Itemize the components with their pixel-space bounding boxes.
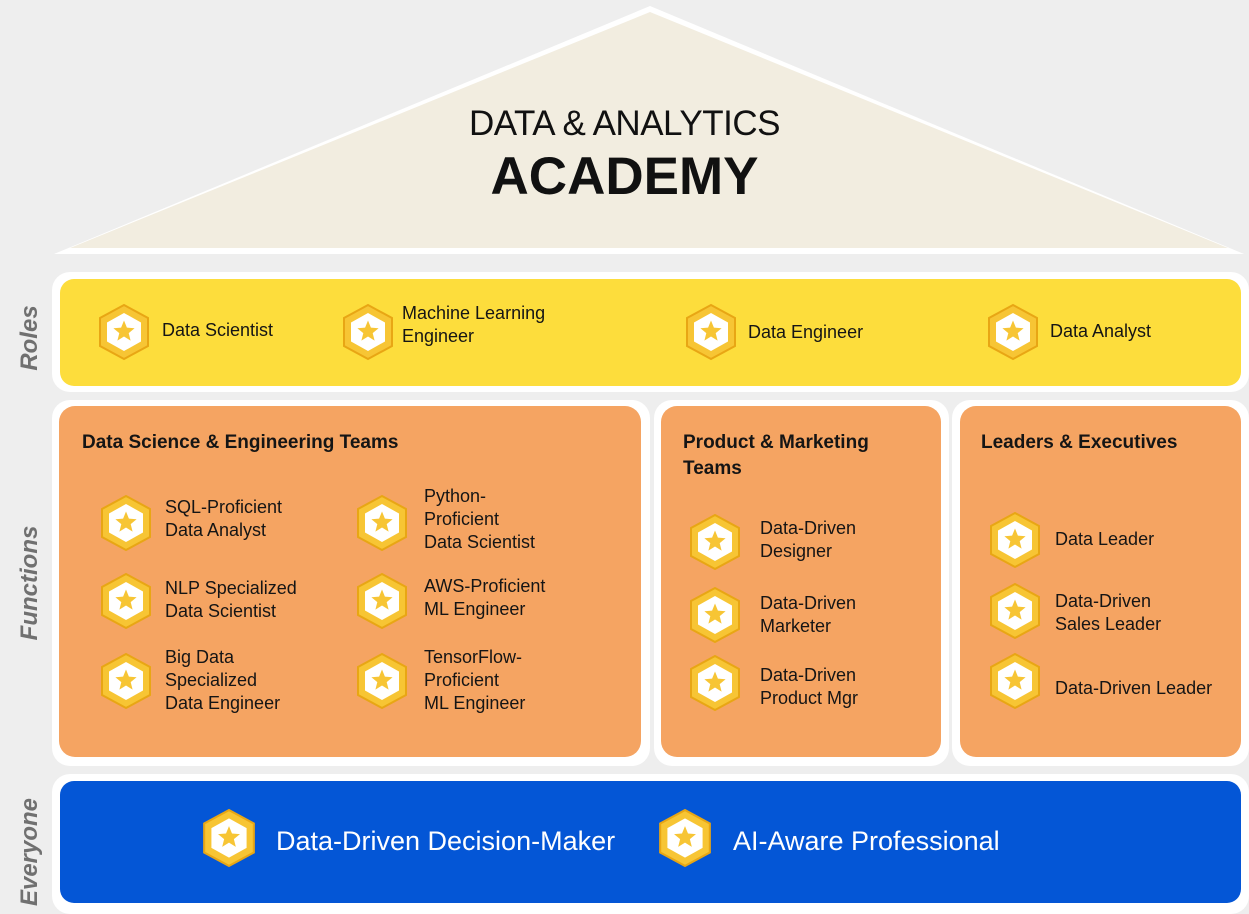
hexagon-star-icon bbox=[688, 513, 742, 571]
hexagon-star-icon bbox=[99, 494, 153, 552]
function-item: Big Data Specialized Data Engineer bbox=[165, 647, 281, 713]
side-label-functions: Functions bbox=[16, 525, 43, 641]
roof-header bbox=[54, 6, 1244, 254]
hexagon-star-icon bbox=[657, 808, 713, 868]
function-item: Data-Driven Leader bbox=[1055, 678, 1213, 698]
function-item: NLP Specialized Data Scientist bbox=[165, 578, 297, 621]
hexagon-star-icon bbox=[341, 303, 395, 361]
function-item: Data Leader bbox=[1055, 529, 1155, 549]
function-title-ds-eng: Data Science & Engineering Teams bbox=[82, 432, 399, 453]
hexagon-star-icon bbox=[99, 572, 153, 630]
function-item: Data-Driven Designer bbox=[760, 518, 857, 561]
role-data-engineer: Data Engineer bbox=[748, 322, 864, 342]
academy-subtitle: DATA & ANALYTICS bbox=[469, 104, 780, 143]
roles-band bbox=[60, 279, 1241, 386]
hexagon-star-icon bbox=[988, 582, 1042, 640]
side-label-roles: Roles bbox=[16, 305, 43, 371]
everyone-band bbox=[60, 781, 1241, 903]
hexagon-star-icon bbox=[355, 572, 409, 630]
hexagon-star-icon bbox=[201, 808, 257, 868]
hexagon-star-icon bbox=[684, 303, 738, 361]
function-item: Data-Driven Marketer bbox=[760, 593, 857, 636]
function-item: Data-Driven Sales Leader bbox=[1055, 591, 1162, 634]
function-item: TensorFlow- Proficient ML Engineer bbox=[424, 647, 526, 713]
function-item: AWS-Proficient ML Engineer bbox=[424, 576, 546, 619]
hexagon-star-icon bbox=[986, 303, 1040, 361]
hexagon-star-icon bbox=[688, 586, 742, 644]
function-item: SQL-Proficient Data Analyst bbox=[165, 497, 283, 540]
hexagon-star-icon bbox=[97, 303, 151, 361]
function-box-ds-eng bbox=[59, 406, 641, 757]
function-item: Data-Driven Product Mgr bbox=[760, 665, 859, 708]
role-data-analyst: Data Analyst bbox=[1050, 321, 1152, 341]
hexagon-star-icon bbox=[99, 652, 153, 710]
academy-title: ACADEMY bbox=[490, 147, 759, 206]
hexagon-star-icon bbox=[988, 511, 1042, 569]
hexagon-star-icon bbox=[988, 652, 1042, 710]
everyone-item: AI-Aware Professional bbox=[733, 826, 1000, 856]
hexagon-star-icon bbox=[355, 494, 409, 552]
function-title-leaders: Leaders & Executives bbox=[981, 432, 1178, 453]
everyone-item: Data-Driven Decision-Maker bbox=[276, 826, 616, 856]
hexagon-star-icon bbox=[688, 654, 742, 712]
hexagon-star-icon bbox=[355, 652, 409, 710]
function-item: Python- Proficient Data Scientist bbox=[424, 486, 536, 552]
role-data-scientist: Data Scientist bbox=[162, 320, 274, 340]
role-ml-engineer: Machine Learning Engineer bbox=[402, 303, 546, 346]
side-label-everyone: Everyone bbox=[16, 797, 43, 907]
function-title-product: Product & Marketing Teams bbox=[683, 432, 869, 479]
